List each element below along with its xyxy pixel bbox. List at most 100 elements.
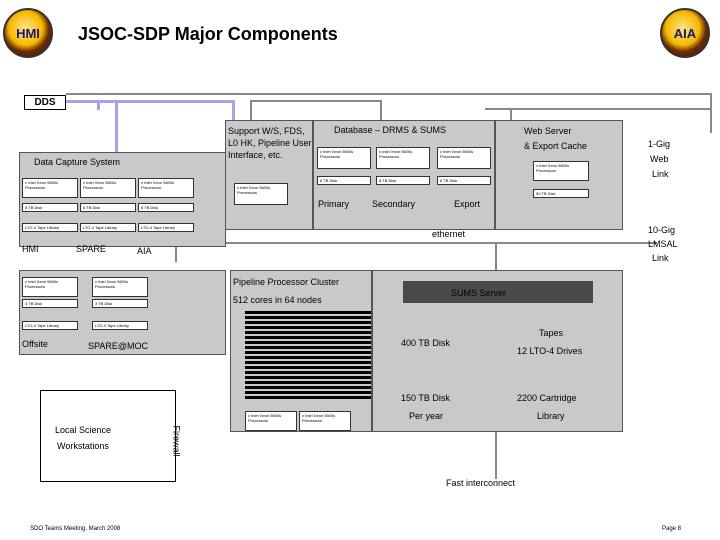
sums-server: SUMS Server 400 TB Disk Tapes 12 LTO-4 D… (372, 270, 623, 432)
page-title: JSOC-SDP Major Components (78, 24, 338, 44)
capture-tape-spare: LTO-4 Tape Library (80, 223, 136, 232)
fast-interconnect-line (495, 465, 497, 479)
pipeline-node-stripe (245, 386, 371, 389)
sums-title-bar (403, 281, 593, 303)
offsite-tape: LTO-4 Tape Library (22, 321, 78, 330)
capture-disk-hmi: 8 TB Disk (22, 203, 78, 212)
label-offsite: Offsite (22, 339, 48, 349)
lmsal-link-label-2: LMSAL (648, 239, 678, 249)
ethernet-bus-line (175, 242, 497, 244)
support-line (250, 100, 252, 120)
web-link-label-2: Web (650, 154, 669, 164)
pipeline-node-stripe (245, 326, 371, 329)
web-server: Web Server & Export Cache x Intel Xeon 5… (495, 120, 623, 230)
database-system: Database – DRMS & SUMS x Intel Xeon 5600… (313, 120, 495, 230)
sums-per-year: Per year (409, 411, 444, 421)
fast-interconnect-label: Fast interconnect (446, 478, 516, 488)
pipeline-node-stripe (245, 361, 371, 364)
web-subtitle: & Export Cache (524, 141, 588, 151)
pipeline-cluster: Pipeline Processor Cluster 512 cores in … (230, 270, 372, 432)
pipeline-node-stripe (245, 331, 371, 334)
label-spare-moc: SPARE@MOC (88, 341, 148, 351)
sums-title: SUMS Server (451, 288, 507, 298)
aia-logo: AIA (660, 8, 710, 58)
moc-tape: LTO-4 Tape Library (92, 321, 148, 330)
db-line-h (250, 100, 382, 102)
capture-tape-hmi: LTO-4 Tape Library (22, 223, 78, 232)
pipeline-node-stripe (245, 366, 371, 369)
pipeline-node-stripe (245, 311, 371, 314)
pipeline-node-stripe (245, 371, 371, 374)
pipeline-node-stripe (245, 316, 371, 319)
ethernet-lmsal-line (497, 242, 657, 244)
capture-title: Data Capture System (34, 157, 121, 167)
support-text: Support W/S, FDS, L0 HK, Pipeline User I… (228, 126, 312, 160)
pipeline-node-stripe (245, 376, 371, 379)
web-link-label-3: Link (652, 169, 669, 179)
db-disk-export: 8 TB Disk (437, 176, 491, 185)
purple-line-3 (232, 100, 235, 120)
purple-line-1 (115, 100, 118, 152)
pipeline-node-stripe (245, 346, 371, 349)
sums-library-1: 2200 Cartridge (517, 393, 577, 403)
web-line (510, 108, 512, 120)
label-spare: SPARE (76, 244, 106, 254)
pipeline-node-stripe (245, 321, 371, 324)
pipeline-node-stripe (245, 391, 371, 394)
db-disk-secondary: 8 TB Disk (376, 176, 430, 185)
label-secondary: Secondary (372, 199, 416, 209)
dds-box: DDS (24, 95, 66, 110)
label-hmi: HMI (22, 244, 39, 254)
hmi-logo: HMI (3, 8, 53, 58)
offsite-disk: 3 TB Disk (22, 299, 78, 308)
sums-library-2: Library (537, 411, 565, 421)
support-ws: Support W/S, FDS, L0 HK, Pipeline User I… (225, 120, 313, 230)
lmsal-link-label-1: 10-Gig (648, 225, 676, 235)
pipeline-node-stripe (245, 381, 371, 384)
capture-disk-spare: 8 TB Disk (80, 203, 136, 212)
web-line-h (485, 108, 712, 110)
db-line (380, 100, 382, 120)
firewall-label: Firewall (171, 425, 182, 457)
purple-line-2 (97, 100, 100, 110)
web-link-line (710, 93, 712, 133)
pipeline-node-stripe (245, 351, 371, 354)
pipeline-node-stripe (245, 336, 371, 339)
pipeline-node-stripe (245, 396, 371, 399)
sums-tapes-1: Tapes (539, 328, 564, 338)
pipeline-title: Pipeline Processor Cluster (233, 277, 340, 287)
label-primary: Primary (318, 199, 349, 209)
purple-line-h2 (118, 100, 235, 103)
label-export: Export (454, 199, 481, 209)
local-label-1: Local Science (55, 425, 112, 435)
lmsal-link-label-3: Link (652, 253, 669, 263)
footer-left: SDO Teams Meeting, March 2008 (30, 526, 121, 532)
footer-right: Page 8 (662, 526, 682, 532)
local-label-2: Workstations (57, 441, 109, 451)
ethernet-label: ethernet (432, 229, 466, 239)
moc-disk: 3 TB Disk (92, 299, 148, 308)
web-disk: 50 TB Disk (533, 189, 589, 198)
pipeline-node-stripe (245, 356, 371, 359)
capture-ethernet-line (175, 242, 177, 262)
pipeline-subtitle: 512 cores in 64 nodes (233, 295, 322, 305)
top-bus-line (66, 93, 712, 95)
pipeline-node-stripe (245, 341, 371, 344)
web-title: Web Server (524, 126, 572, 136)
web-link-label-1: 1-Gig (648, 139, 671, 149)
sums-disk-2: 150 TB Disk (401, 393, 450, 403)
db-disk-primary: 8 TB Disk (317, 176, 371, 185)
purple-line-h (66, 100, 118, 103)
database-title: Database – DRMS & SUMS (334, 125, 447, 135)
sums-tapes-2: 12 LTO-4 Drives (517, 346, 583, 356)
